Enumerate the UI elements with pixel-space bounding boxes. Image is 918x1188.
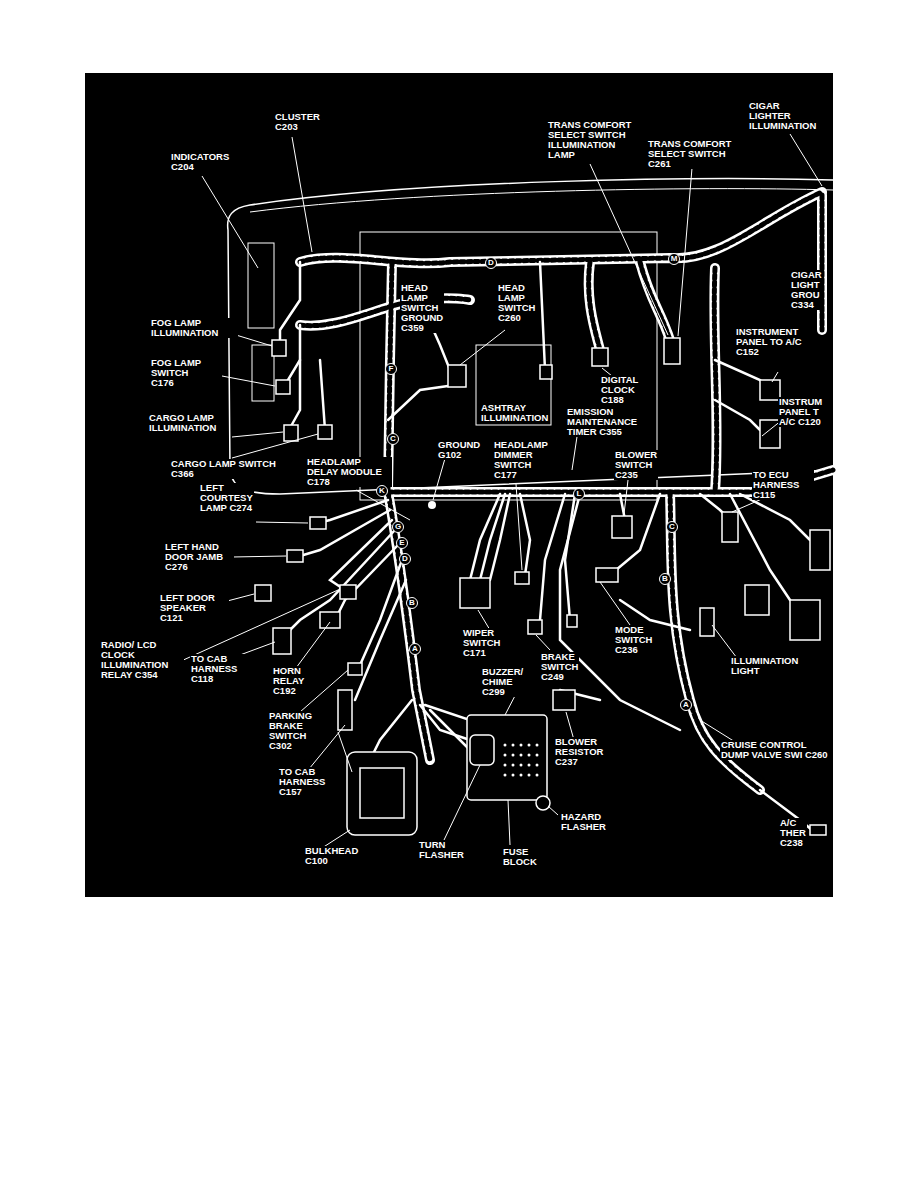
callout-label: HEAD LAMP SWITCH C260	[497, 283, 536, 323]
harness-letter: C	[387, 433, 399, 445]
harness-letter: D	[485, 257, 497, 269]
callout-label: CLUSTER C203	[274, 112, 321, 132]
harness-letter: M	[668, 253, 680, 265]
harness-letter: F	[385, 363, 397, 375]
callout-label: FOG LAMP SWITCH C176	[150, 358, 214, 388]
callout-label: DIGITAL CLOCK C188	[600, 375, 639, 405]
harness-letter: B	[659, 573, 671, 585]
harness-letter: B	[406, 597, 418, 609]
callout-label: RADIO/ LCD CLOCK ILLUMINATION RELAY C354	[100, 640, 184, 680]
callout-label: TRANS COMFORT SELECT SWITCH C261	[647, 139, 741, 169]
harness-letter: A	[409, 643, 421, 655]
callout-label: HORN RELAY C192	[272, 666, 305, 696]
harness-letter: C	[666, 521, 678, 533]
callout-label: HEADLAMP DIMMER SWITCH C177	[493, 440, 549, 480]
callout-label: CARGO LAMP ILLUMINATION	[148, 413, 217, 433]
harness-letter: L	[573, 488, 585, 500]
harness-letter: E	[396, 537, 408, 549]
callout-label: LEFT DOOR SPEAKER C121	[159, 593, 229, 623]
harness-letter: A	[680, 699, 692, 711]
callout-label: FUSE BLOCK	[502, 847, 538, 867]
callout-label: FOG LAMP ILLUMINATION	[150, 318, 238, 338]
callout-label: LEFT HAND DOOR JAMB C276	[164, 542, 234, 572]
harness-letter: G	[392, 521, 404, 533]
callout-label: TO CAB HARNESS C157	[278, 767, 338, 797]
callout-label: INSTRUM PANEL T A/C C120	[778, 397, 832, 427]
callout-label: HAZARD FLASHER	[560, 812, 607, 832]
callout-label: PARKING BRAKE SWITCH C302	[268, 711, 313, 751]
callout-label: CARGO LAMP SWITCH C366	[170, 459, 298, 479]
callout-label: GROUND G102	[437, 440, 481, 460]
callout-label: HEAD LAMP SWITCH GROUND C359	[400, 283, 444, 333]
callout-label: LEFT COURTESY LAMP C274	[199, 483, 254, 513]
callout-label: TRANS COMFORT SELECT SWITCH ILLUMINATION…	[547, 120, 641, 160]
callout-label: BLOWER SWITCH C235	[614, 450, 658, 480]
callout-label: BULKHEAD C100	[304, 846, 359, 866]
callout-label: TO CAB HARNESS C118	[190, 654, 250, 684]
callout-label: BUZZER/ CHIME C299	[481, 667, 524, 697]
callout-label: TO ECU HARNESS C115	[752, 470, 814, 500]
harness-letter: D	[399, 553, 411, 565]
callout-label: MODE SWITCH C236	[614, 625, 653, 655]
callout-label: CIGAR LIGHTER ILLUMINATION	[748, 101, 817, 131]
callout-label: INDICATORS C204	[170, 152, 230, 172]
callout-label: CRUISE CONTROL DUMP VALVE SWI C260	[720, 740, 830, 760]
callout-label: BRAKE SWITCH C249	[540, 652, 579, 682]
callout-label: HEADLAMP DELAY MODULE C178	[306, 457, 392, 487]
callout-label: BLOWER RESISTOR C237	[554, 737, 604, 767]
callout-label: WIPER SWITCH C171	[462, 628, 501, 658]
callout-label: ASHTRAY ILLUMINATION	[480, 403, 549, 423]
callout-label: INSTRUMENT PANEL TO A/C C152	[735, 327, 811, 357]
callout-label: A/C THER C238	[779, 818, 807, 848]
callout-label: TURN FLASHER	[418, 840, 465, 860]
callout-label: EMISSION MAINTENANCE TIMER C355	[566, 407, 648, 437]
callout-label: CIGAR LIGHT GROU C334	[790, 270, 823, 310]
callout-label: ILLUMINATION LIGHT	[730, 656, 799, 676]
harness-letter: K	[376, 485, 388, 497]
